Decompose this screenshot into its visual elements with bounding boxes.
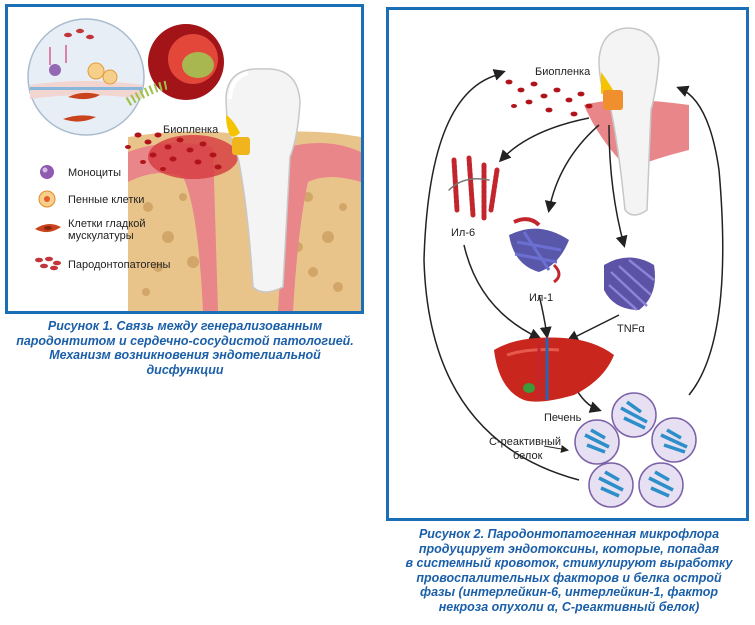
vessel-inset: [27, 18, 145, 136]
crp-label-line-2: белок: [513, 450, 543, 462]
legend-label-periodontopathogens: Пародонтопатогены: [68, 259, 171, 271]
loop-arrow-left: [423, 73, 580, 481]
legend-label-smooth-muscle-1: Клетки гладкой: [68, 218, 146, 230]
inflammation-area: [148, 135, 238, 179]
caption-2-line-5: фазы (интерлейкин-6, интерлейкин-1, факт…: [420, 585, 718, 599]
biofilm-deposit: [601, 72, 613, 94]
monocyte-in-inset: [49, 64, 61, 76]
tooth: [598, 27, 660, 216]
caption-2-line-4: провоспалительных факторов и белка остро…: [416, 570, 722, 585]
monocyte-icon: [40, 165, 54, 179]
legend-label-smooth-muscle-2: мускулатуры: [68, 230, 134, 242]
legend-label-monocytes: Моноциты: [68, 167, 121, 179]
legend-label-foam-cells: Пенные клетки: [68, 194, 145, 206]
crp-pentamer: [574, 392, 697, 508]
caption-2-line-6: некроза опухоли α, С-реактивный белок): [438, 599, 700, 614]
il1-protein: [509, 217, 569, 284]
figure-2-caption: Рисунок 2. Пародонтопатогенная микрофлор…: [388, 527, 750, 614]
figure-1-panel: Биопленка Моноциты Пенные клетки Клетки …: [5, 4, 364, 314]
periodontopathogen-icon: [35, 256, 61, 271]
biofilm-label: Биопленка: [163, 124, 219, 136]
caption-2-line-2: продуцирует эндотоксины, которые, попада…: [418, 541, 720, 556]
loop-arrow-right: [676, 85, 724, 396]
il6-label: Ил-6: [451, 227, 476, 239]
caption-1-line-2: пародонтитом и сердечно-сосудистой патол…: [16, 333, 354, 348]
figure-2-panel: Биопленка Ил-6 Ил-1 TNFα Печень С-реакти…: [386, 7, 749, 521]
foam-cell-icon: [38, 190, 56, 208]
caption-2-line-3: в системный кровоток, стимулируют вырабо…: [405, 556, 733, 570]
figure-1-caption: Рисунок 1. Связь между генерализованным …: [10, 319, 360, 377]
tooth: [225, 68, 301, 293]
il1-label: Ил-1: [529, 292, 554, 304]
caption-1-line-3: Механизм возникновения эндотелиальной: [49, 348, 321, 362]
tnf-alpha-protein: [604, 257, 655, 311]
biofilm-deposit: [226, 115, 240, 137]
tnf-alpha-label: TNFα: [617, 323, 645, 335]
liver: [494, 337, 614, 402]
figure-1-illustration: [27, 18, 361, 311]
smooth-muscle-cell-icon: [35, 223, 61, 233]
gum-right: [278, 143, 361, 311]
biofilm-label: Биопленка: [535, 66, 591, 78]
caption-1-line-1: Рисунок 1. Связь между генерализованным: [47, 319, 323, 333]
liver-label: Печень: [544, 412, 582, 424]
crp-label-line-1: С-реактивный: [489, 436, 562, 448]
gum-left: [128, 143, 218, 311]
figure-2-illustration: [423, 27, 724, 508]
caption-2-line-1: Рисунок 2. Пародонтопатогенная микрофлор…: [418, 527, 720, 541]
il6-protein: [448, 155, 500, 223]
caption-1-line-4: дисфункции: [146, 362, 224, 377]
